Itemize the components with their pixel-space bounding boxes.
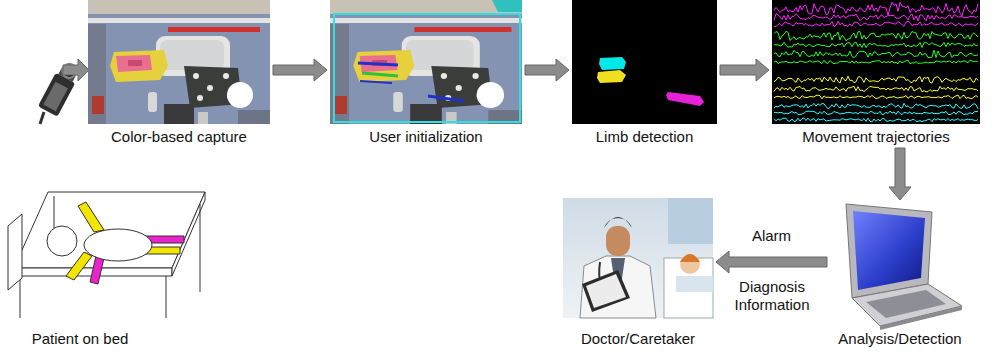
patient-bed-sketch-part (84, 229, 152, 261)
patient-bed-sketch-part (200, 204, 201, 292)
image-panel: Movement trajectories (769, 0, 983, 146)
panel-caption: Analysis/Detection (827, 330, 973, 348)
doctor-picture-part (604, 217, 632, 228)
image-panel: Limb detection (569, 0, 720, 146)
doctor-picture-part (668, 198, 713, 244)
block-arrow (273, 59, 327, 81)
trajectory-plot-part (772, 0, 980, 124)
init-photo-part (492, 0, 522, 12)
limb-detection-image (572, 0, 717, 124)
image-panel: Doctor/Caretaker (560, 198, 716, 348)
trajectory-plot-part (774, 14, 978, 21)
laptop-part (853, 211, 925, 290)
patient-bed-sketch-part (78, 202, 104, 232)
limb-detection-image-part (572, 0, 717, 124)
trajectory-plot-part (774, 2, 978, 16)
doctor-picture-part (580, 256, 656, 318)
limb-detection-image-part (666, 92, 704, 106)
laptop (846, 204, 962, 330)
capture-photo-part (88, 0, 270, 124)
init-photo-part (362, 73, 398, 76)
doctor-picture-part (680, 254, 700, 274)
capture-photo (88, 0, 270, 124)
trajectory-plot-part (774, 31, 978, 41)
panel-caption: Movement trajectories (769, 128, 983, 146)
panel-caption: Color-based capture (85, 128, 273, 146)
input-arrow (63, 59, 89, 81)
doctor-picture-part (582, 270, 630, 312)
video-camera-part-part (43, 82, 68, 112)
init-photo-part (360, 81, 392, 83)
block-arrow (889, 148, 911, 200)
trajectory-plot-part (774, 21, 978, 26)
image-panel: Analysis/Detection (827, 200, 973, 348)
trajectory-plot-part (774, 95, 978, 99)
image-panel: Patient on bed (0, 190, 163, 348)
panel-caption: Doctor/Caretaker (560, 330, 716, 348)
trajectory-plot-part (774, 118, 978, 122)
patient-bed-sketch (8, 192, 205, 318)
doctor-picture-part (680, 254, 700, 262)
init-photo-part (330, 0, 522, 124)
init-photo (330, 0, 522, 124)
trajectory-plot-part (774, 50, 978, 57)
laptop-part (846, 204, 932, 298)
trajectory-plot-part (774, 111, 978, 115)
annotation-text: Diagnosis Information (716, 278, 828, 314)
patient-bed-sketch-part (47, 226, 77, 256)
doctor-picture-part (606, 226, 630, 256)
init-photo-part (428, 96, 464, 101)
trajectory-plot-part (774, 42, 978, 48)
trajectory-plot-part (774, 86, 978, 92)
trajectory-plot (772, 0, 980, 124)
limb-detection-image-part (599, 57, 626, 70)
laptop-part (880, 306, 962, 330)
video-camera-part (40, 112, 44, 124)
doctor-picture-part (563, 198, 713, 318)
block-arrow (720, 59, 769, 81)
panel-caption: Patient on bed (0, 330, 163, 348)
doctor-picture (563, 198, 713, 318)
block-arrow (525, 59, 569, 81)
patient-bed-sketch-part (54, 196, 55, 230)
patient-bed-sketch-part (166, 276, 167, 318)
edge-label: Alarm (752, 227, 791, 245)
trajectory-plot-part (774, 60, 978, 64)
patient-bed-sketch-part (14, 192, 205, 268)
limb-detection-image-part (597, 70, 626, 83)
patient-bed-sketch-part (8, 214, 22, 290)
block-arrow (716, 251, 827, 273)
image-panel: User initialization (327, 0, 525, 146)
panel-caption: User initialization (327, 128, 525, 146)
patient-bed-sketch-part (20, 276, 21, 318)
init-photo-part (334, 14, 520, 122)
init-photo-part (358, 63, 398, 65)
trajectory-plot-part (774, 76, 978, 83)
trajectory-plot-part (774, 103, 978, 109)
doctor-picture-part (676, 276, 713, 292)
patient-bed-sketch-part (66, 252, 92, 280)
panel-caption: Limb detection (569, 128, 720, 146)
image-panel: Color-based capture (85, 0, 273, 146)
patient-bed-sketch-part (90, 256, 104, 284)
doctor-picture-part (586, 274, 626, 308)
